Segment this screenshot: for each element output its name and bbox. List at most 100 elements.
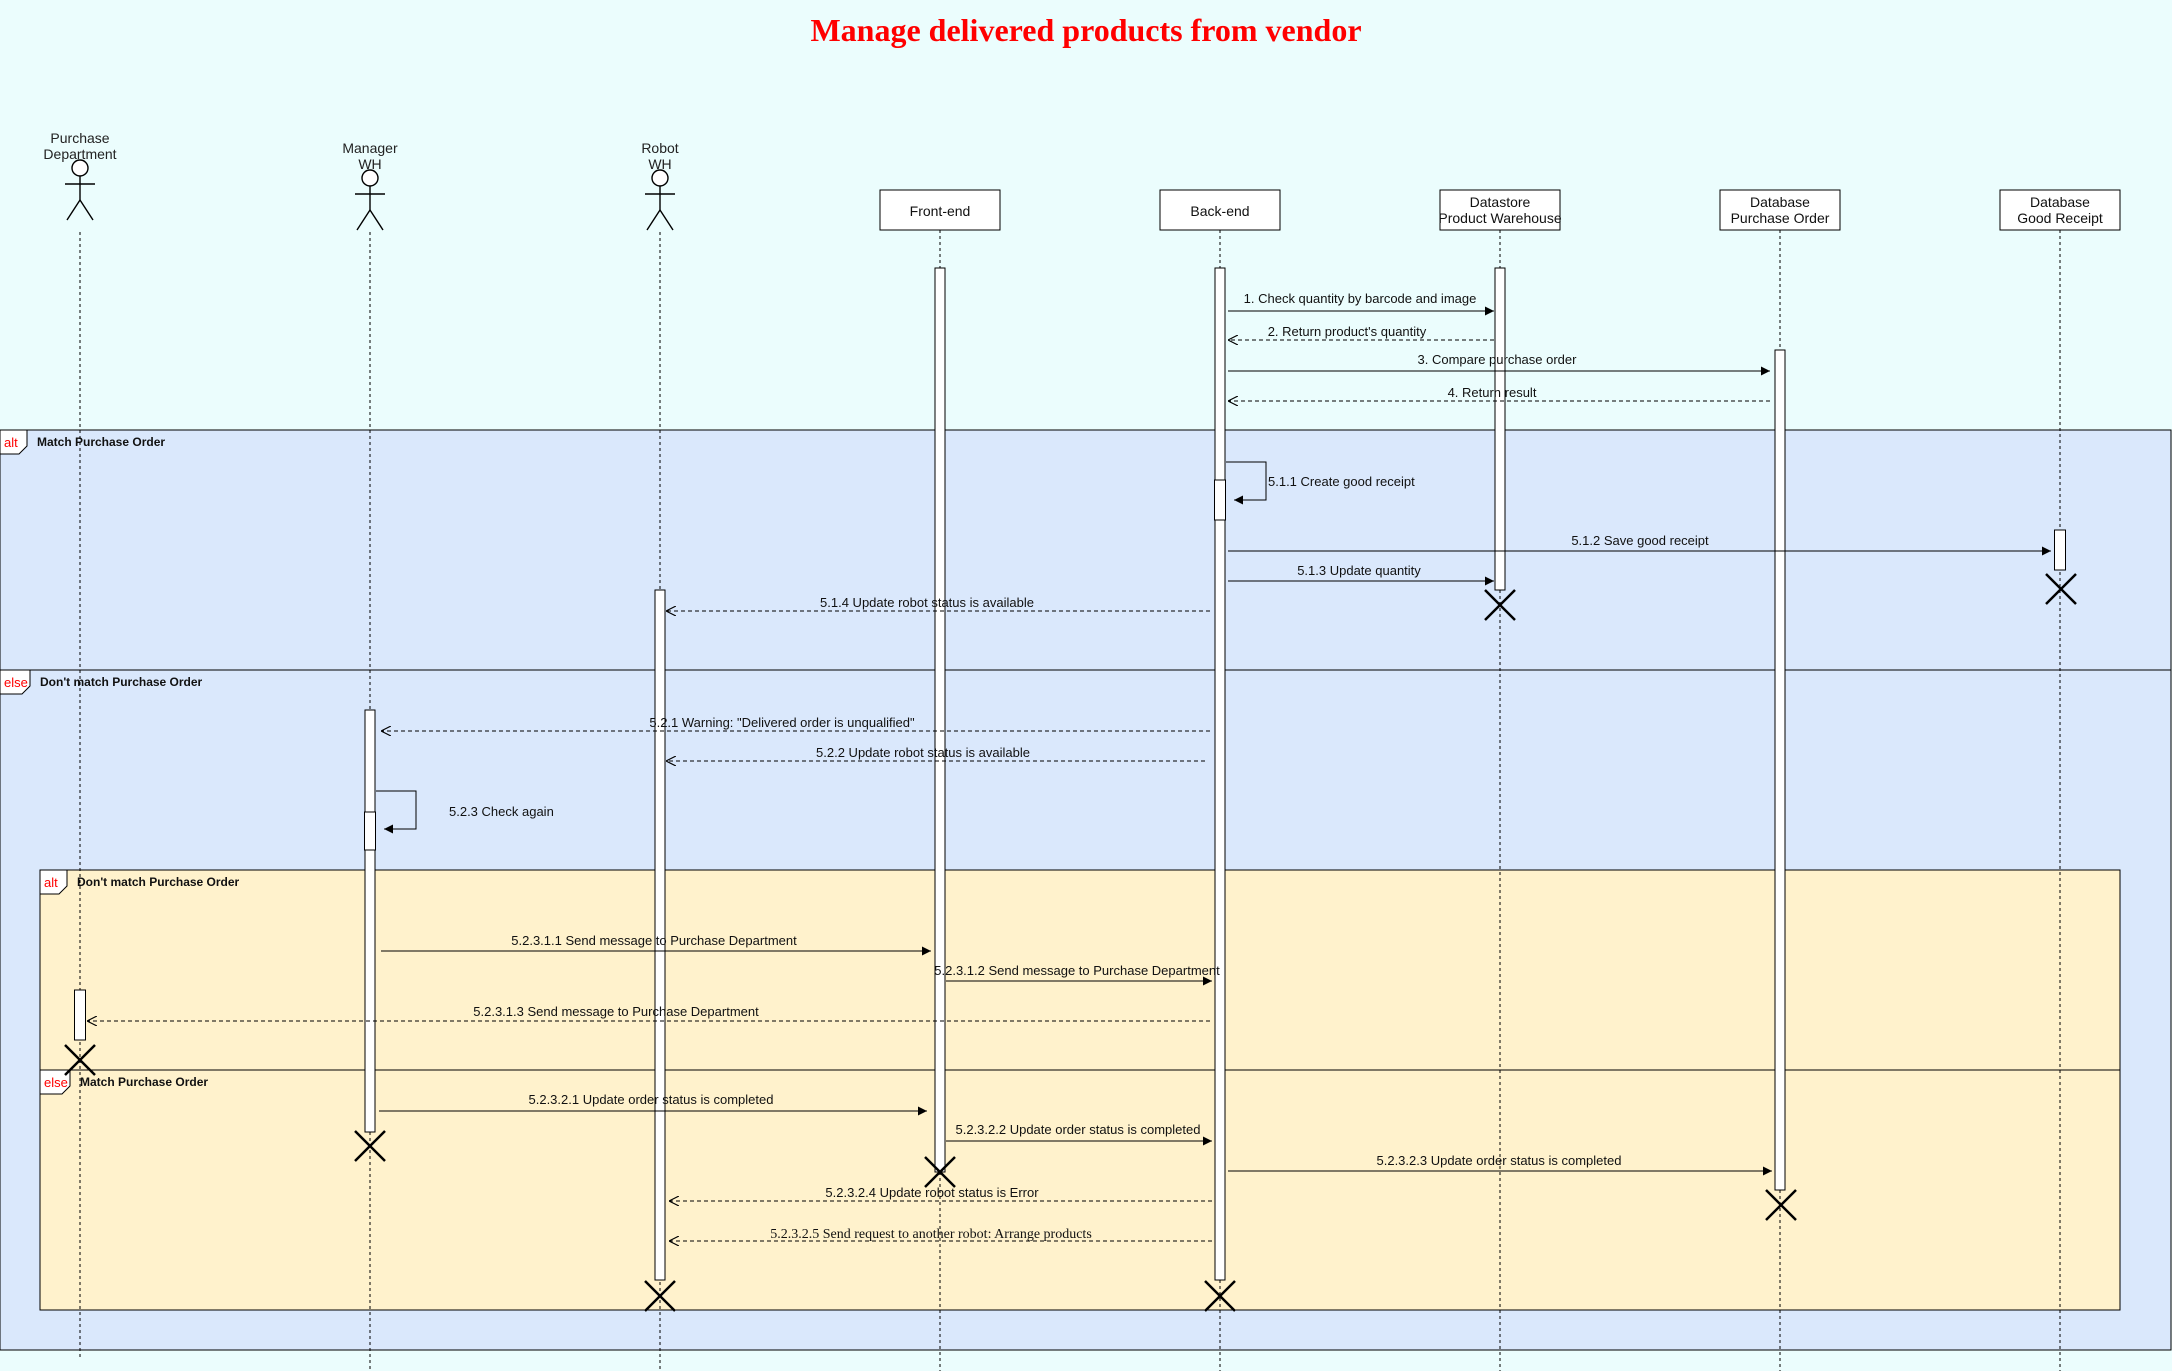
fragment-operator: else (4, 675, 28, 690)
activation-bar (654, 589, 666, 1281)
activation-bar (2054, 529, 2066, 571)
actor-label: WH (648, 156, 671, 172)
message-19: 5.2.3.2.5 Send request to another robot:… (669, 1227, 1212, 1242)
destroy-x-icon (924, 1156, 956, 1188)
fragment-operator-tab (0, 429, 28, 455)
actor-label: Department (43, 146, 116, 162)
message-17: 5.2.3.2.3 Update order status is complet… (1228, 1153, 1772, 1176)
message-8: 5.1.4 Update robot status is available (666, 595, 1210, 611)
actor-leg-icon (66, 199, 81, 221)
message-label: 5.2.3.1.3 Send message to Purchase Depar… (473, 1004, 759, 1019)
actor-head-icon (361, 169, 379, 187)
participant-box (1439, 189, 1561, 231)
actor-leg-icon (79, 199, 94, 221)
message-label: 5.2.3.2.3 Update order status is complet… (1377, 1153, 1622, 1168)
message-label: 5.1.3 Update quantity (1297, 563, 1421, 578)
fragment-operator: alt (44, 875, 58, 890)
activation-bar (934, 267, 946, 1173)
actor-leg-icon (369, 209, 384, 231)
message-label: 5.1.1 Create good receipt (1268, 474, 1415, 489)
participant-box (1999, 189, 2121, 231)
actor-label: Robot (641, 140, 678, 156)
actor-head-icon (71, 159, 89, 177)
message-label: 5.2.1 Warning: "Delivered order is unqua… (649, 715, 915, 730)
actor-label: WH (358, 156, 381, 172)
message-12: 5.2.3.1.1 Send message to Purchase Depar… (381, 933, 931, 956)
fragment-operator-tab (39, 869, 68, 895)
message-15: 5.2.3.2.1 Update order status is complet… (379, 1092, 927, 1116)
message-1: 1. Check quantity by barcode and image (1228, 291, 1494, 316)
message-label: 5.2.3.2.1 Update order status is complet… (529, 1092, 774, 1107)
participant-label: Purchase Order (1731, 210, 1830, 226)
participant-box (879, 189, 1001, 231)
fragment-guard: Don't match Purchase Order (40, 675, 203, 689)
message-6: 5.1.2 Save good receipt (1228, 533, 2051, 556)
message-4: 4. Return result (1228, 385, 1770, 401)
message-7: 5.1.3 Update quantity (1228, 563, 1494, 586)
fragment-operator-tab (39, 1069, 71, 1095)
participant-back-end: Back-end (1159, 189, 1281, 231)
message-2: 2. Return product's quantity (1228, 324, 1494, 340)
actor-label: Purchase (50, 130, 109, 146)
message-16: 5.2.3.2.2 Update order status is complet… (946, 1122, 1212, 1146)
message-9: 5.2.1 Warning: "Delivered order is unqua… (381, 715, 1210, 731)
message-label: 5.2.3.1.1 Send message to Purchase Depar… (511, 933, 797, 948)
message-label: 5.1.2 Save good receipt (1571, 533, 1709, 548)
message-3: 3. Compare purchase order (1228, 352, 1770, 376)
message-10: 5.2.2 Update robot status is available (666, 745, 1205, 761)
destroy-x-icon (644, 1280, 676, 1312)
activation-bar (74, 989, 86, 1041)
diagram-title: Manage delivered products from vendor (810, 12, 1362, 48)
participant-label: Datastore (1470, 194, 1531, 210)
participant-label: Database (2030, 194, 2090, 210)
participant-label: Back-end (1190, 203, 1249, 219)
fragment-guard: Don't match Purchase Order (77, 875, 240, 889)
message-label: 5.2.3.1.2 Send message to Purchase Depar… (934, 963, 1220, 978)
actor-head-icon (651, 169, 669, 187)
message-label: 4. Return result (1448, 385, 1537, 400)
destroy-x-icon (354, 1130, 386, 1162)
message-label: 2. Return product's quantity (1268, 324, 1427, 339)
fragment-operator: alt (4, 435, 18, 450)
activation-bar (364, 811, 376, 851)
activation-bar (1774, 349, 1786, 1191)
activation-bar (1214, 479, 1226, 521)
message-label: 5.2.2 Update robot status is available (816, 745, 1030, 760)
message-label: 5.1.4 Update robot status is available (820, 595, 1034, 610)
fragment-guard: Match Purchase Order (80, 1075, 208, 1089)
destroy-x-icon (2045, 573, 2077, 605)
destroy-x-icon (64, 1044, 96, 1076)
fragment-operator-tab (0, 669, 31, 695)
actor-leg-icon (356, 209, 371, 231)
participant-label: Product Warehouse (1438, 210, 1561, 226)
destroy-x-icon (1204, 1280, 1236, 1312)
message-label: 5.2.3 Check again (449, 804, 554, 819)
participant-label: Good Receipt (2017, 210, 2103, 226)
activation-bar (364, 709, 376, 1133)
fragment-alt-inner (39, 869, 2121, 1311)
fragment-operator: else (44, 1075, 68, 1090)
destroy-x-icon (1765, 1189, 1797, 1221)
destroy-x-icon (1484, 589, 1516, 621)
message-label: 3. Compare purchase order (1418, 352, 1578, 367)
message-5: 5.1.1 Create good receipt (1226, 461, 1415, 505)
message-label: 5.2.3.2.5 Send request to another robot:… (770, 1227, 1092, 1242)
message-label: 5.2.3.2.2 Update order status is complet… (956, 1122, 1201, 1137)
message-label: 1. Check quantity by barcode and image (1244, 291, 1477, 306)
actor-label: Manager (342, 140, 398, 156)
participant-box (1719, 189, 1841, 231)
message-11: 5.2.3 Check again (376, 790, 554, 834)
self-message-arrow (1226, 461, 1267, 505)
actor-leg-icon (659, 209, 674, 231)
message-label: 5.2.3.2.4 Update robot status is Error (825, 1185, 1039, 1200)
self-message-arrow (376, 790, 417, 834)
participant-label: Front-end (910, 203, 971, 219)
activation-bar (1494, 267, 1506, 591)
message-18: 5.2.3.2.4 Update robot status is Error (669, 1185, 1212, 1201)
